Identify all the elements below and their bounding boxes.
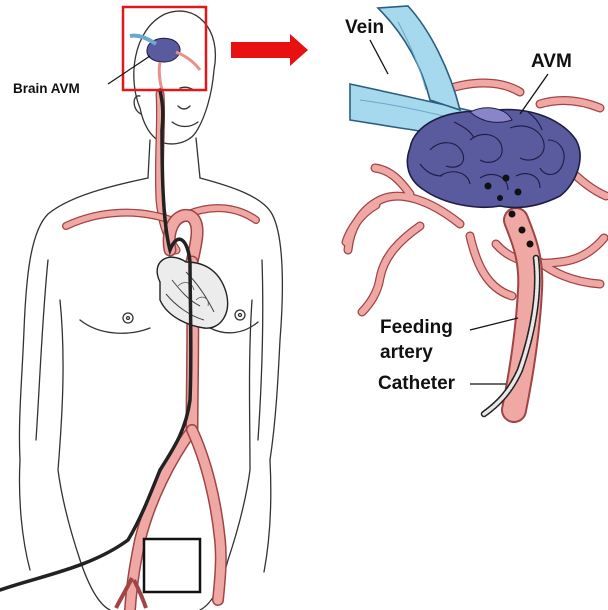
- groin-box: [144, 539, 200, 592]
- feeding-artery-label-line1: Feeding: [380, 317, 453, 338]
- feeding-artery-leader: [470, 318, 518, 330]
- avm-leader: [520, 74, 548, 114]
- avm-label: AVM: [531, 51, 572, 72]
- vein-label: Vein: [345, 17, 384, 38]
- catheter-in-body: [0, 90, 191, 590]
- avm-nidus: [407, 110, 580, 208]
- feeding-artery-label-line2: artery: [380, 342, 433, 363]
- right-arrow-icon: [231, 34, 308, 66]
- brain-avm-label: Brain AVM: [13, 81, 80, 96]
- nipple-left: [123, 313, 133, 323]
- left-arm-outline: [19, 260, 48, 570]
- brain-avm-leader: [108, 56, 150, 84]
- right-arm-outline: [258, 260, 271, 572]
- catheter-label: Catheter: [378, 373, 456, 394]
- nipple-right: [235, 310, 245, 320]
- vein-leader: [370, 40, 388, 74]
